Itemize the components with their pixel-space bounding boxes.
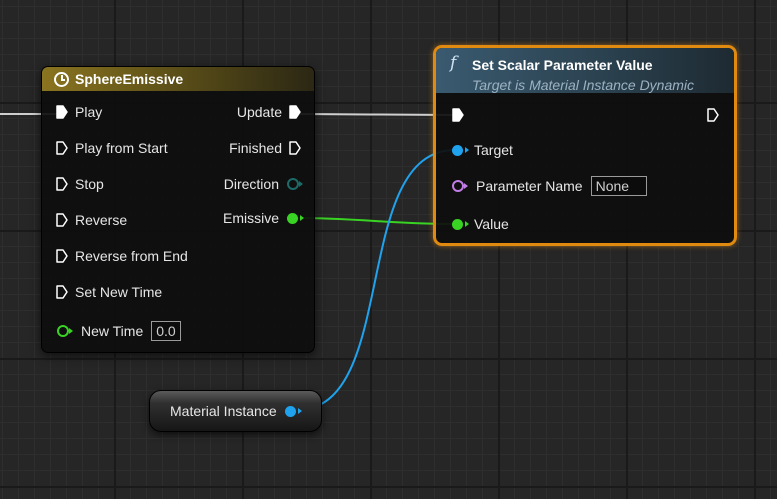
pin-label-emissive: Emissive — [222, 210, 279, 226]
pin-reverse[interactable]: Reverse — [56, 212, 127, 228]
pin-new-time[interactable]: New Time 0.0 — [57, 321, 181, 341]
pin-label-update: Update — [236, 104, 282, 120]
clock-icon — [54, 71, 69, 87]
pin-finished[interactable]: Finished — [229, 140, 301, 156]
object-pin-icon[interactable] — [452, 144, 469, 156]
float-pin-icon[interactable] — [452, 218, 469, 230]
pin-parameter-name[interactable]: Parameter Name None — [452, 176, 647, 196]
float-pin-icon[interactable] — [57, 325, 73, 337]
exec-pin-icon[interactable] — [289, 105, 301, 119]
pin-label-value: Value — [474, 216, 509, 232]
timeline-node[interactable]: SphereEmissive Play Play from Start Stop… — [41, 66, 315, 353]
exec-pin-icon[interactable] — [56, 249, 68, 263]
function-node-header[interactable]: f Set Scalar Parameter Value Target is M… — [436, 48, 734, 93]
pin-label-reverse: Reverse — [75, 212, 128, 228]
function-node-subtitle: Target is Material Instance Dynamic — [472, 77, 695, 93]
new-time-input[interactable]: 0.0 — [151, 321, 181, 341]
exec-wire-update-to-function[interactable] — [299, 113, 456, 116]
name-pin-icon[interactable] — [452, 180, 468, 192]
pin-label-finished: Finished — [229, 140, 282, 156]
function-icon: f — [450, 53, 457, 73]
pin-direction[interactable]: Direction — [223, 176, 303, 192]
pin-play[interactable]: Play — [56, 104, 102, 120]
pin-label-parameter-name: Parameter Name — [476, 178, 583, 194]
exec-pin-icon[interactable] — [289, 141, 301, 155]
exec-pin-icon[interactable] — [56, 213, 68, 227]
parameter-name-input[interactable]: None — [590, 176, 647, 196]
exec-pin-icon[interactable] — [56, 141, 68, 155]
timeline-node-header[interactable]: SphereEmissive — [42, 67, 314, 91]
pin-set-new-time[interactable]: Set New Time — [56, 284, 162, 300]
set-scalar-parameter-node[interactable]: f Set Scalar Parameter Value Target is M… — [433, 45, 737, 246]
timeline-node-title: SphereEmissive — [75, 71, 184, 87]
pin-label-set-new-time: Set New Time — [75, 284, 163, 300]
pin-label-play-from-start: Play from Start — [75, 140, 168, 156]
pin-label-stop: Stop — [75, 176, 104, 192]
object-pin-icon[interactable] — [284, 405, 302, 417]
pin-emissive[interactable]: Emissive — [222, 210, 304, 226]
function-node-title: Set Scalar Parameter Value — [472, 57, 653, 73]
object-wire-material-to-target[interactable] — [296, 149, 456, 411]
float-pin-icon[interactable] — [287, 212, 304, 224]
timeline-node-body — [41, 66, 315, 353]
pin-value[interactable]: Value — [452, 216, 509, 232]
exec-pin-icon[interactable] — [56, 285, 68, 299]
pin-stop[interactable]: Stop — [56, 176, 104, 192]
pin-target[interactable]: Target — [452, 142, 513, 158]
pin-update[interactable]: Update — [237, 104, 301, 120]
pin-label-target: Target — [474, 142, 513, 158]
exec-pin-icon[interactable] — [56, 177, 68, 191]
enum-pin-icon[interactable] — [287, 178, 303, 190]
exec-pin-icon[interactable] — [56, 105, 68, 119]
pin-label-direction: Direction — [223, 176, 279, 192]
pin-play-from-start[interactable]: Play from Start — [56, 140, 168, 156]
material-instance-variable-node[interactable]: Material Instance — [149, 390, 322, 432]
pin-label-play: Play — [75, 104, 103, 120]
pin-material-instance[interactable]: Material Instance — [170, 403, 302, 419]
variable-node-label: Material Instance — [170, 403, 277, 419]
exec-input-pin-icon[interactable] — [452, 108, 464, 122]
pin-label-new-time: New Time — [81, 323, 144, 339]
float-wire-emissive-to-value[interactable] — [294, 217, 456, 225]
pin-reverse-from-end[interactable]: Reverse from End — [56, 248, 188, 264]
exec-output-pin-icon[interactable] — [707, 108, 719, 122]
pin-label-reverse-from-end: Reverse from End — [75, 248, 188, 264]
